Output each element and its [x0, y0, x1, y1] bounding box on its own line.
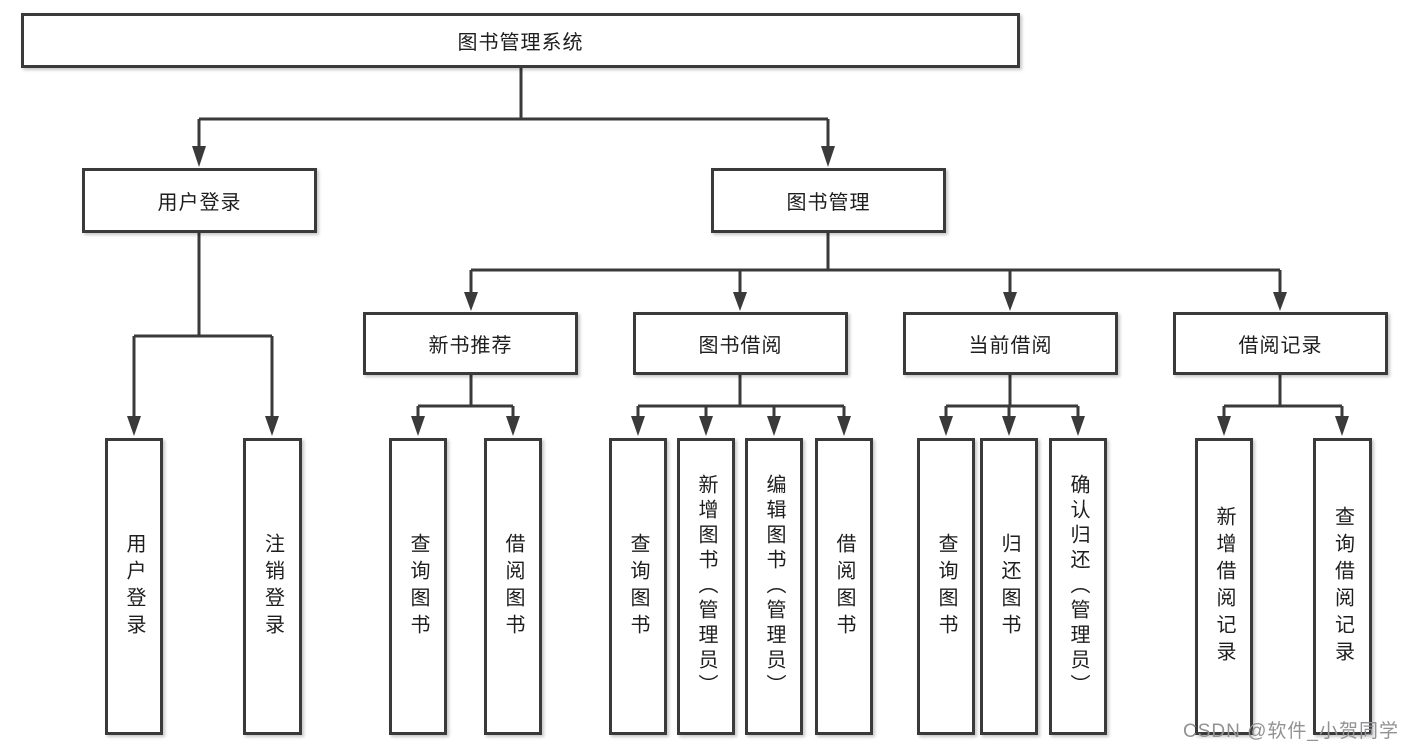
leaf-user-login: 用户登录 — [105, 438, 163, 735]
leaf-borrow-books-recommend-label: 借阅图书 — [502, 532, 524, 641]
leaf-borrow-books-recommend: 借阅图书 — [484, 438, 542, 735]
node-current-borrow-label: 当前借阅 — [968, 335, 1053, 357]
edge-current-stem — [944, 375, 1080, 418]
edge-bookmgmt-stem — [469, 233, 1282, 296]
node-current-borrow: 当前借阅 — [903, 312, 1118, 375]
node-new-book-recommend: 新书推荐 — [363, 312, 578, 375]
csdn-watermark: CSDN @软件_小贺同学 — [1183, 721, 1399, 742]
edge-userlogin-stem — [132, 233, 274, 418]
leaf-edit-books-admin: 编辑图书（管理员） — [745, 438, 803, 735]
edge-borrow-stem — [636, 375, 846, 418]
leaf-return-books: 归还图书 — [980, 438, 1038, 735]
leaf-confirm-return-admin: 确认归还（管理员） — [1049, 438, 1107, 735]
leaf-add-books-admin-label: 新增图书（管理员） — [695, 474, 717, 699]
leaf-edit-books-admin-label: 编辑图书（管理员） — [763, 474, 785, 699]
leaf-add-borrow-record-label: 新增借阅记录 — [1213, 505, 1235, 668]
leaf-query-borrow-record: 查询借阅记录 — [1313, 438, 1372, 735]
node-new-book-recommend-label: 新书推荐 — [428, 335, 513, 357]
node-root-label: 图书管理系统 — [457, 32, 584, 54]
leaf-add-borrow-record: 新增借阅记录 — [1195, 438, 1253, 735]
node-book-borrow-label: 图书借阅 — [698, 335, 783, 357]
leaf-query-books-recommend-label: 查询图书 — [407, 532, 429, 641]
node-root: 图书管理系统 — [21, 13, 1020, 68]
node-book-borrow: 图书借阅 — [633, 312, 848, 375]
leaf-query-books-recommend: 查询图书 — [389, 438, 447, 735]
leaf-query-borrow-record-label: 查询借阅记录 — [1331, 505, 1354, 668]
arrowheads — [127, 146, 1349, 436]
leaf-borrow-books-label: 借阅图书 — [833, 532, 855, 641]
node-book-management: 图书管理 — [711, 168, 946, 233]
node-borrow-records-label: 借阅记录 — [1238, 335, 1323, 357]
leaf-confirm-return-admin-label: 确认归还（管理员） — [1067, 474, 1089, 699]
node-user-login-label: 用户登录 — [157, 192, 242, 214]
leaf-return-books-label: 归还图书 — [998, 532, 1020, 641]
leaf-borrow-books: 借阅图书 — [815, 438, 873, 735]
edge-newbook-stem — [416, 375, 515, 418]
leaf-logout-label: 注销登录 — [261, 532, 284, 641]
leaf-user-login-label: 用户登录 — [123, 532, 145, 641]
edge-root-stem — [197, 67, 830, 150]
edge-records-stem — [1222, 375, 1344, 418]
node-book-management-label: 图书管理 — [786, 192, 871, 214]
leaf-logout: 注销登录 — [243, 438, 302, 735]
leaf-query-books-current-label: 查询图书 — [935, 532, 957, 641]
leaf-query-books-borrow: 查询图书 — [609, 438, 667, 735]
leaf-query-books-current: 查询图书 — [917, 438, 975, 735]
node-user-login: 用户登录 — [82, 168, 317, 233]
leaf-add-books-admin: 新增图书（管理员） — [677, 438, 735, 735]
node-borrow-records: 借阅记录 — [1173, 312, 1388, 375]
leaf-query-books-borrow-label: 查询图书 — [627, 532, 649, 641]
